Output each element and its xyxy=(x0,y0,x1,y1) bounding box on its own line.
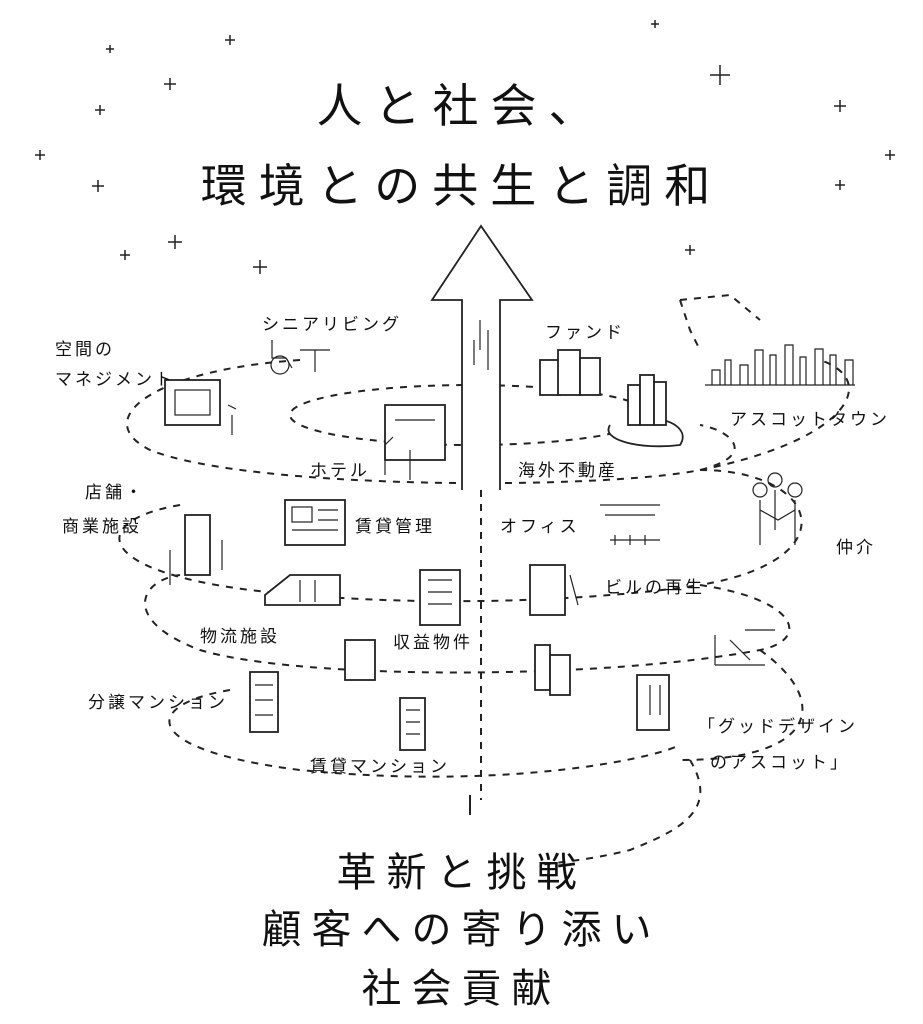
footer-line-3: 社会貢献 xyxy=(361,966,562,1012)
fund-buildings xyxy=(539,349,601,396)
label-building-renewal: ビルの再生 xyxy=(605,578,705,598)
label-condo-sale: 分譲マンション xyxy=(88,693,228,713)
label-income-property: 収益物件 xyxy=(393,633,473,653)
label-fund: ファンド xyxy=(545,323,625,343)
condo-sale-building xyxy=(249,671,279,733)
design-room xyxy=(714,629,775,666)
rental-condo-building xyxy=(399,697,426,751)
footer-line-2: 顧客への寄り添い xyxy=(261,907,662,953)
label-ascott-town: アスコットタウン xyxy=(730,410,890,430)
label-office: オフィス xyxy=(500,517,580,537)
label-rental-mgmt: 賃貸管理 xyxy=(355,517,435,537)
hotel-building xyxy=(384,404,446,480)
rental-mgmt-board xyxy=(284,499,346,546)
label-overseas: 海外不動産 xyxy=(518,461,618,481)
skyline-town xyxy=(705,344,855,386)
central-arrow xyxy=(430,224,534,815)
title-line-2: 環境との共生と調和 xyxy=(200,159,723,213)
label-good-design-2: のアスコット」 xyxy=(710,753,850,773)
logistics-warehouse xyxy=(264,574,341,606)
label-senior-living: シニアリビング xyxy=(262,315,402,335)
income-building xyxy=(419,569,461,626)
mid-building xyxy=(344,639,376,681)
wheelchair-icon xyxy=(270,340,330,375)
street-buildings xyxy=(534,644,571,696)
label-retail-1: 店舗・ xyxy=(85,483,145,503)
label-space-mgmt-2: マネジメント xyxy=(55,370,175,390)
title-line-1: 人と社会、 xyxy=(316,79,607,133)
shop-building xyxy=(169,514,223,585)
good-design-building xyxy=(636,674,670,731)
renewal-building xyxy=(529,564,579,616)
label-hotel: ホテル xyxy=(310,461,370,481)
space-room-illustration xyxy=(164,379,237,435)
label-retail-2: 商業施設 xyxy=(62,517,142,537)
handshake-people xyxy=(752,472,803,545)
footer-line-1: 革新と挑戦 xyxy=(336,850,587,896)
label-logistics: 物流施設 xyxy=(200,627,280,647)
sparkle-icons xyxy=(35,20,895,274)
label-rental-condo: 賃貸マンション xyxy=(310,757,450,777)
label-good-design-1: 「グッドデザイン xyxy=(698,717,858,737)
office-desks xyxy=(600,504,660,545)
overseas-island xyxy=(607,374,684,448)
label-space-mgmt-1: 空間の xyxy=(55,340,115,360)
label-brokerage: 仲介 xyxy=(836,538,876,558)
